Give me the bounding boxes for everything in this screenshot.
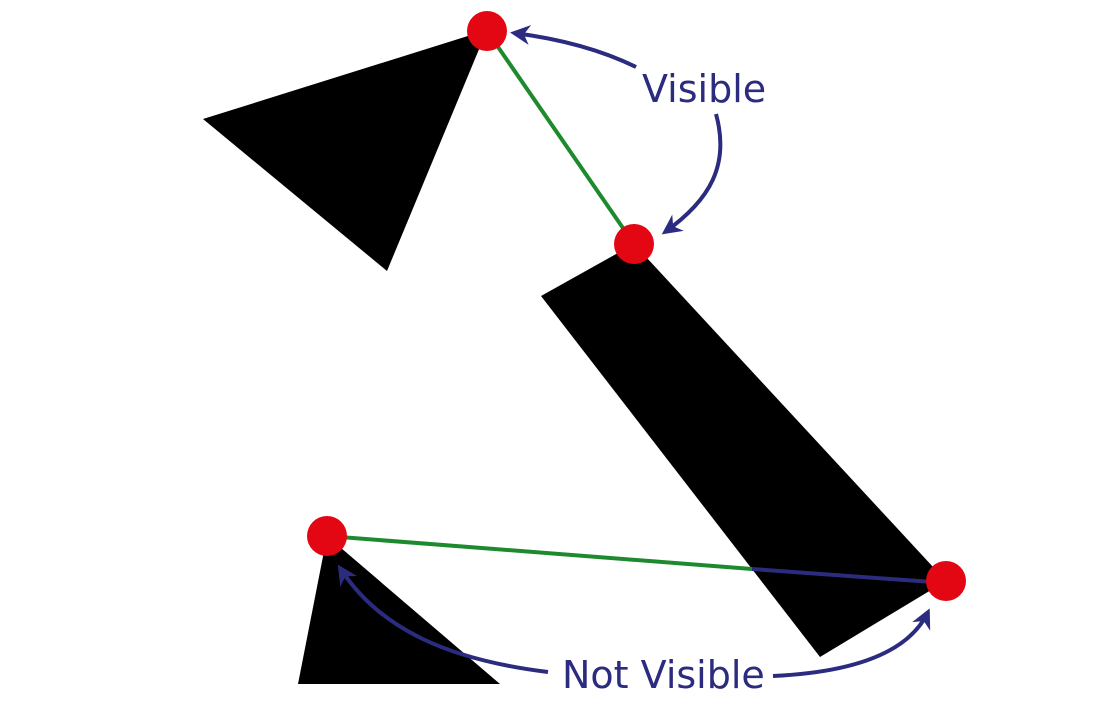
vertex-bottom-right <box>926 561 966 601</box>
obstacle-rectangle <box>541 244 946 657</box>
vertex-top <box>467 11 507 51</box>
visible-edge <box>485 29 636 246</box>
blocked-edge-occluded-segment <box>751 567 947 585</box>
visible-arrow-to-top-vertex <box>510 25 637 69</box>
visible-arrow-to-middle-vertex <box>661 113 723 235</box>
obstacle-top-triangle <box>203 30 487 271</box>
not-visible-arrow-to-bottom-right-vertex <box>772 608 931 678</box>
not-visible-label: Not Visible <box>562 653 765 697</box>
vertex-middle <box>614 224 654 264</box>
obstacle-bottom-triangle <box>298 536 500 684</box>
not-visible-arrow-to-bottom-left-vertex <box>337 564 549 674</box>
blocked-edge-free-segment <box>326 534 753 571</box>
vertex-bottom-left <box>307 516 347 556</box>
visible-label: Visible <box>642 67 766 111</box>
